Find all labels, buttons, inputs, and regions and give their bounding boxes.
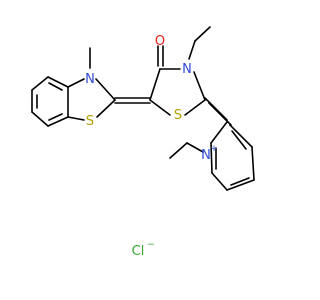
chloride-ion: Cl [132, 244, 145, 259]
atom-o-carbonyl: O [155, 34, 165, 49]
pyridinium-ring [169, 121, 255, 191]
benzothiazole-benzene-ring [31, 76, 69, 127]
thiazolidinone-ring [149, 26, 211, 116]
methine-bridge [204, 97, 232, 126]
atom-n-ethyl: N [182, 62, 192, 77]
atom-n-pyridinium: N [201, 148, 211, 163]
atom-s-thiazolidine: S [174, 108, 182, 123]
structure-diagram: N S O N S N + Cl − [31, 26, 255, 259]
pyridinium-charge: + [210, 144, 218, 154]
molecule-canvas: N S O N S N + Cl − [31, 26, 255, 259]
benzothiazole-thiazole-ring [67, 47, 116, 121]
chloride-charge: − [147, 240, 155, 250]
exocyclic-double-bond [114, 97, 151, 104]
atom-s-benzothiazole: S [86, 114, 94, 129]
atom-n-methyl: N [85, 72, 95, 87]
